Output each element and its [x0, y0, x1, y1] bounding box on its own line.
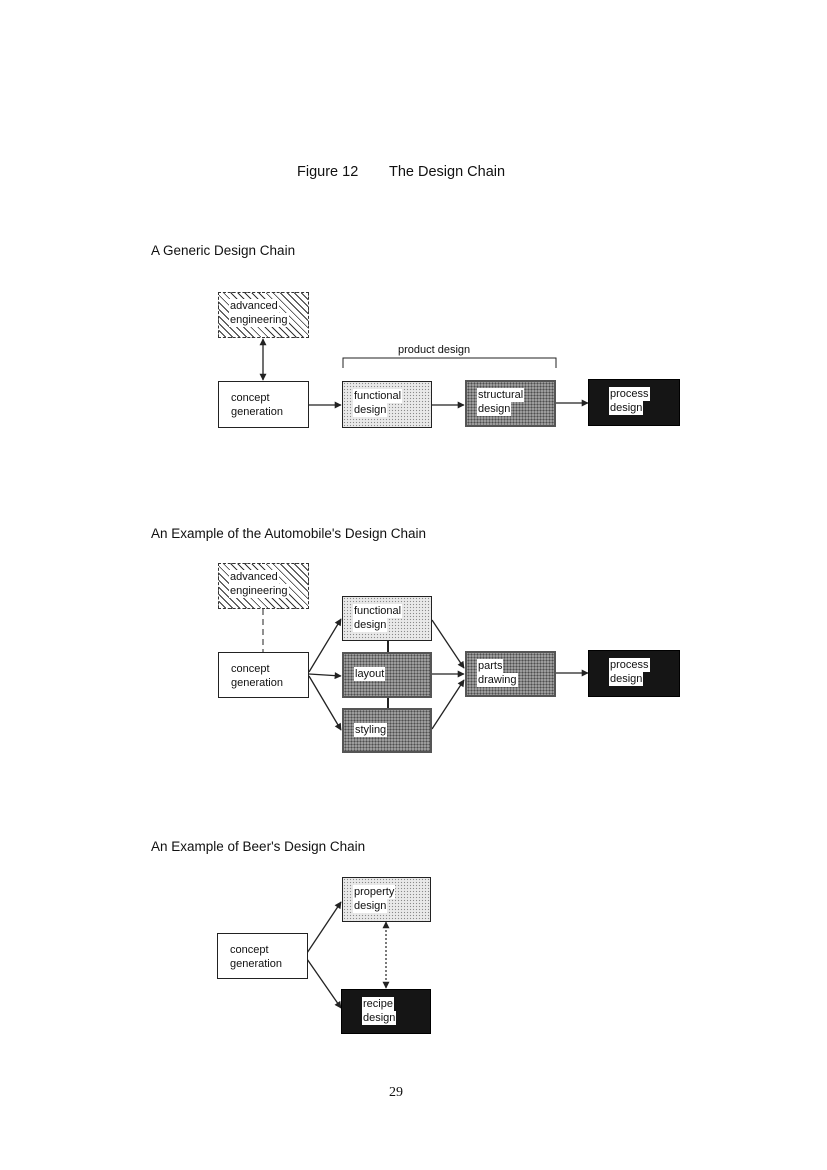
arrow-concept-styling [308, 675, 342, 731]
generic-concept-generation-box: concept generation [218, 381, 309, 428]
box-label-line: engineering [229, 584, 289, 598]
box-label-line: functional [353, 604, 403, 618]
figure-title: The Design Chain [389, 164, 506, 180]
auto-advanced-engineering-box: advanced engineering [218, 563, 309, 609]
box-label-line: design [362, 1011, 397, 1025]
box-label-line: advanced [229, 570, 279, 584]
arrow-concept-layout [308, 672, 342, 680]
product-design-label: product design [398, 344, 471, 356]
auto-process-design-box: process design [588, 650, 680, 697]
box-label-line: design [353, 899, 388, 913]
box-label-line: engineering [229, 313, 289, 327]
auto-styling-box: styling [342, 708, 432, 753]
beer-recipe-design-box: recipe design [341, 989, 431, 1034]
generic-advanced-engineering-box: advanced engineering [218, 292, 309, 338]
arrow-functional-parts [431, 619, 465, 669]
auto-layout-box: layout [342, 652, 432, 698]
arrow-concept-recipe [306, 958, 342, 1009]
generic-functional-design-box: functional design [342, 381, 432, 428]
arrow-styling-parts [431, 679, 465, 730]
product-design-bracket [342, 357, 557, 368]
box-label-line: process [609, 387, 650, 401]
box-label-line: concept [230, 662, 271, 676]
box-label-line: concept [229, 943, 270, 957]
figure-number: Figure 12 [297, 164, 359, 180]
auto-concept-generation-box: concept generation [218, 652, 309, 698]
box-label-line: generation [230, 676, 284, 690]
box-label-line: styling [354, 723, 388, 737]
beer-chain-title: An Example of Beer's Design Chain [151, 839, 366, 854]
auto-parts-drawing-box: parts drawing [465, 651, 556, 697]
box-label-line: design [353, 403, 388, 417]
box-label-line: design [609, 672, 644, 686]
box-label-line: advanced [229, 299, 279, 313]
generic-process-design-box: process design [588, 379, 680, 426]
beer-property-design-box: property design [342, 877, 431, 922]
box-label-line: generation [229, 957, 283, 971]
box-label-line: structural [477, 388, 525, 402]
box-label-line: design [609, 401, 644, 415]
auto-functional-design-box: functional design [342, 596, 432, 641]
automobile-chain-title: An Example of the Automobile's Design Ch… [151, 526, 426, 541]
arrow-concept-property [306, 901, 342, 954]
page-number: 29 [389, 1085, 403, 1100]
box-label-line: generation [230, 405, 284, 419]
box-label-line: design [477, 402, 512, 416]
box-label-line: parts [477, 659, 504, 673]
box-label-line: functional [353, 389, 403, 403]
box-label-line: property [353, 885, 396, 899]
arrow-concept-functional-auto [308, 618, 342, 673]
box-label-line: layout [354, 667, 386, 681]
box-label-line: drawing [477, 673, 518, 687]
box-label-line: process [609, 658, 650, 672]
beer-concept-generation-box: concept generation [217, 933, 308, 979]
generic-chain-title: A Generic Design Chain [151, 243, 296, 258]
generic-structural-design-box: structural design [465, 380, 556, 427]
box-label-line: concept [230, 391, 271, 405]
box-label-line: design [353, 618, 388, 632]
box-label-line: recipe [362, 997, 394, 1011]
